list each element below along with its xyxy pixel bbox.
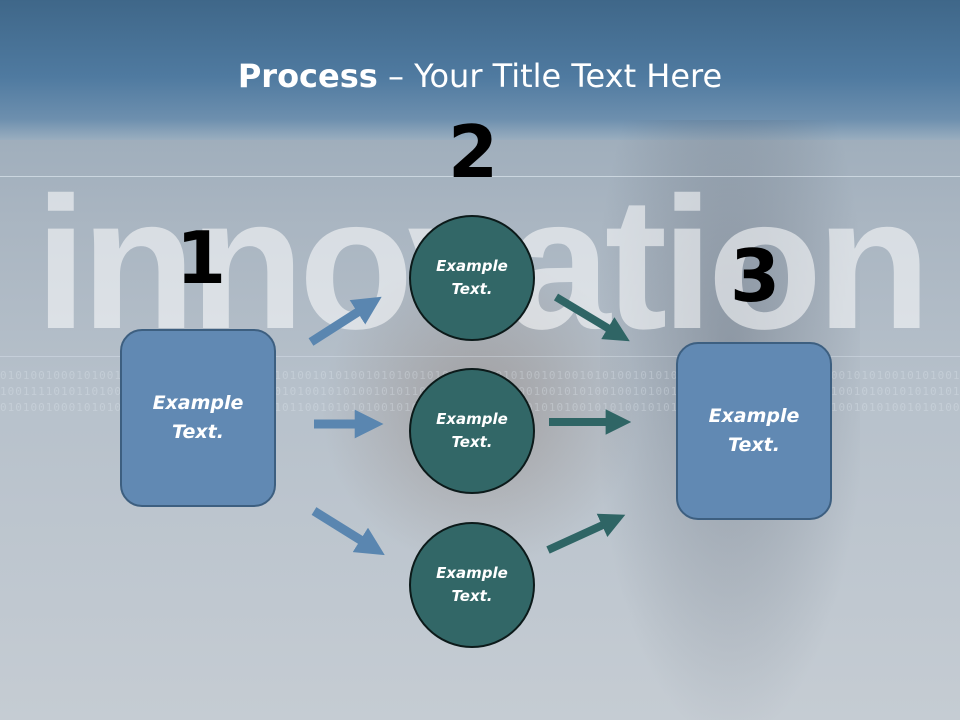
arrow-bottom-to-right: [546, 513, 626, 554]
arrow-top-to-right: [553, 293, 630, 342]
circle-bottom-text: Example Text.: [436, 564, 508, 605]
box-right-text: Example Text.: [708, 405, 800, 456]
title-rest-part: – Your Title Text Here: [377, 57, 723, 95]
process-circle-bottom[interactable]: Example Text.: [409, 522, 535, 648]
circle-top-text: Example Text.: [436, 257, 508, 298]
arrow-left-to-top: [308, 296, 382, 346]
step-number-3[interactable]: 3: [730, 234, 781, 318]
step-number-1[interactable]: 1: [176, 216, 227, 300]
background-divider-line: [0, 356, 960, 357]
box-left-text: Example Text.: [152, 392, 244, 443]
background-divider-line: [0, 176, 960, 177]
title-bold-part: Process: [237, 57, 378, 95]
header-band: [0, 0, 960, 140]
circle-middle-text: Example Text.: [436, 410, 508, 451]
process-box-right[interactable]: Example Text.: [676, 342, 832, 520]
process-circle-top[interactable]: Example Text.: [409, 215, 535, 341]
process-circle-middle[interactable]: Example Text.: [409, 368, 535, 494]
arrow-left-to-bottom: [311, 507, 385, 556]
process-box-left[interactable]: Example Text.: [120, 329, 276, 507]
step-number-2[interactable]: 2: [448, 110, 499, 194]
slide-title[interactable]: Process – Your Title Text Here: [0, 56, 960, 96]
